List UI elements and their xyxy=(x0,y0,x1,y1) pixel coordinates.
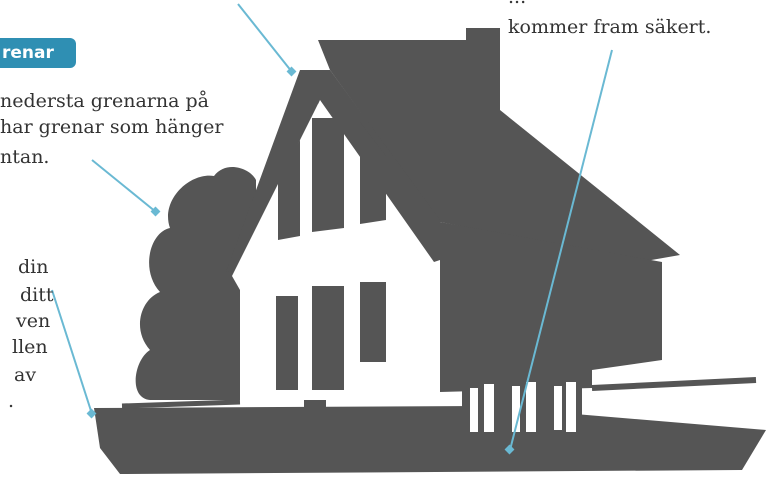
window-upper-3 xyxy=(360,122,386,224)
leader-line-tree xyxy=(91,159,157,213)
callout-left-line-6: . xyxy=(8,390,15,412)
garden-bins xyxy=(462,378,582,440)
callout-left-line-5: av xyxy=(14,364,37,386)
callout-branches-line-1: nedersta grenarna på xyxy=(0,90,209,112)
leader-line-house xyxy=(509,49,613,451)
window-lower-1 xyxy=(276,296,298,390)
callout-branches-line-2: har grenar som hänger xyxy=(0,116,224,138)
corner-post xyxy=(304,400,326,446)
callout-top-right-line-1: ... xyxy=(508,0,526,8)
window-upper-1 xyxy=(278,140,300,240)
side-wall xyxy=(440,222,662,392)
leader-line-roof xyxy=(237,3,293,73)
callout-top-right-line-2: kommer fram säkert. xyxy=(508,16,712,38)
ground-slab xyxy=(94,406,766,474)
bush-shape xyxy=(135,167,256,400)
leader-line-ground xyxy=(51,289,93,415)
window-lower-3 xyxy=(360,282,386,362)
window-upper-2 xyxy=(312,118,344,232)
ground-line xyxy=(121,399,241,409)
callout-left-line-1: din xyxy=(18,256,49,278)
main-roof xyxy=(318,30,680,262)
leader-dot-house xyxy=(504,444,515,455)
callout-left-line-4: llen xyxy=(12,336,48,358)
callout-left-line-3: ven xyxy=(16,310,51,332)
callout-left-line-2: ditt xyxy=(20,284,54,306)
callout-badge: renar xyxy=(0,38,76,68)
callout-branches-line-3: ntan. xyxy=(0,146,50,168)
chimney xyxy=(466,28,500,98)
fence-line xyxy=(591,377,757,391)
window-lower-2 xyxy=(312,286,344,390)
leader-dot-tree xyxy=(150,206,161,217)
